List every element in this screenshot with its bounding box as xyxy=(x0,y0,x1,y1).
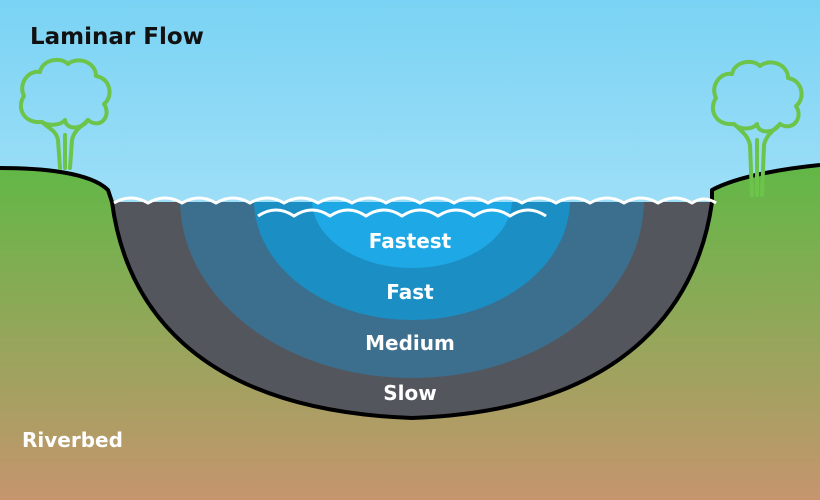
label-slow: Slow xyxy=(383,381,436,405)
label-fast: Fast xyxy=(386,280,434,304)
zone-fast xyxy=(254,202,570,320)
riverbed-label: Riverbed xyxy=(22,428,123,452)
channel-outline xyxy=(0,163,820,420)
label-medium: Medium xyxy=(365,331,455,355)
zone-medium xyxy=(180,202,644,378)
tree-left-icon xyxy=(18,57,112,170)
label-fastest: Fastest xyxy=(369,229,452,253)
zone-fastest xyxy=(312,202,512,268)
fast-current-wave xyxy=(257,208,547,218)
tree-right-icon xyxy=(710,59,804,197)
diagram-title: Laminar Flow xyxy=(30,24,204,50)
surface-wave xyxy=(113,196,717,205)
ground xyxy=(0,165,820,500)
